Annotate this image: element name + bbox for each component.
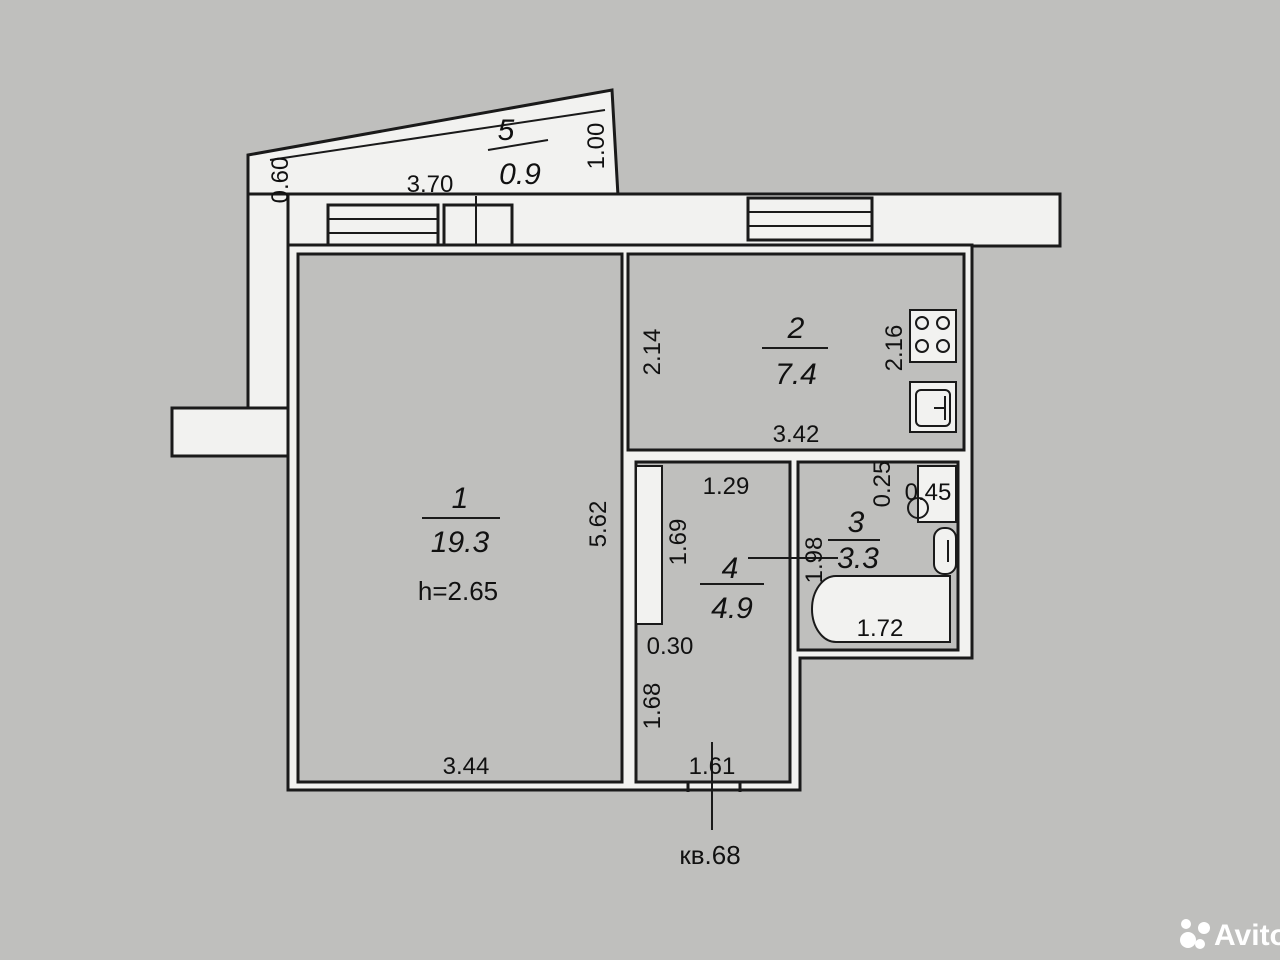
room-3-number: 3 — [848, 506, 865, 539]
room-4-number: 4 — [722, 552, 739, 585]
dim-1-69: 1.69 — [665, 519, 692, 566]
washbasin-icon — [933, 527, 957, 575]
dim-3-70: 3.70 — [407, 171, 454, 198]
stove-icon — [909, 309, 957, 363]
dim-2-14: 2.14 — [639, 329, 666, 376]
dim-0-60: 0.60 — [267, 157, 294, 204]
dim-1-00: 1.00 — [583, 123, 610, 170]
room-1-area: 19.3 — [431, 526, 490, 559]
watermark: Avito — [1180, 919, 1280, 952]
dim-1-72: 1.72 — [857, 615, 904, 642]
room-5-area: 0.9 — [499, 158, 541, 191]
room-2-kitchen — [626, 252, 966, 452]
balcony-inner-rail — [269, 109, 606, 161]
dim-1-61: 1.61 — [689, 753, 736, 780]
bathtub-icon — [811, 575, 951, 643]
dim-0-45: 0.45 — [905, 479, 952, 506]
dim-0-30: 0.30 — [647, 633, 694, 660]
room-3-area: 3.3 — [837, 542, 879, 575]
watermark-text: Avito — [1214, 919, 1280, 952]
dim-2-16: 2.16 — [881, 325, 908, 372]
dim-5-62: 5.62 — [585, 501, 612, 548]
room-1-ceiling-height: h=2.65 — [418, 576, 498, 606]
toilet-icon — [917, 465, 957, 523]
left-wall-ledge — [170, 406, 290, 458]
room-5-number: 5 — [498, 114, 515, 147]
dim-1-68: 1.68 — [639, 683, 666, 730]
dim-1-29: 1.29 — [703, 473, 750, 500]
apartment-label: кв.68 — [679, 840, 740, 870]
dim-0-25: 0.25 — [869, 461, 896, 508]
window-left — [326, 203, 440, 249]
room-2-area: 7.4 — [775, 358, 817, 391]
room-1-number: 1 — [452, 482, 469, 515]
dim-1-98: 1.98 — [801, 537, 828, 584]
dim-3-44: 3.44 — [443, 753, 490, 780]
room-4-area: 4.9 — [711, 592, 753, 625]
balcony-door — [442, 203, 514, 249]
wardrobe — [635, 465, 663, 625]
window-right — [746, 196, 874, 242]
left-wall-upper — [246, 192, 290, 411]
avito-logo-icon — [1180, 919, 1210, 949]
room-2-number: 2 — [787, 312, 805, 345]
dim-3-42: 3.42 — [773, 421, 820, 448]
